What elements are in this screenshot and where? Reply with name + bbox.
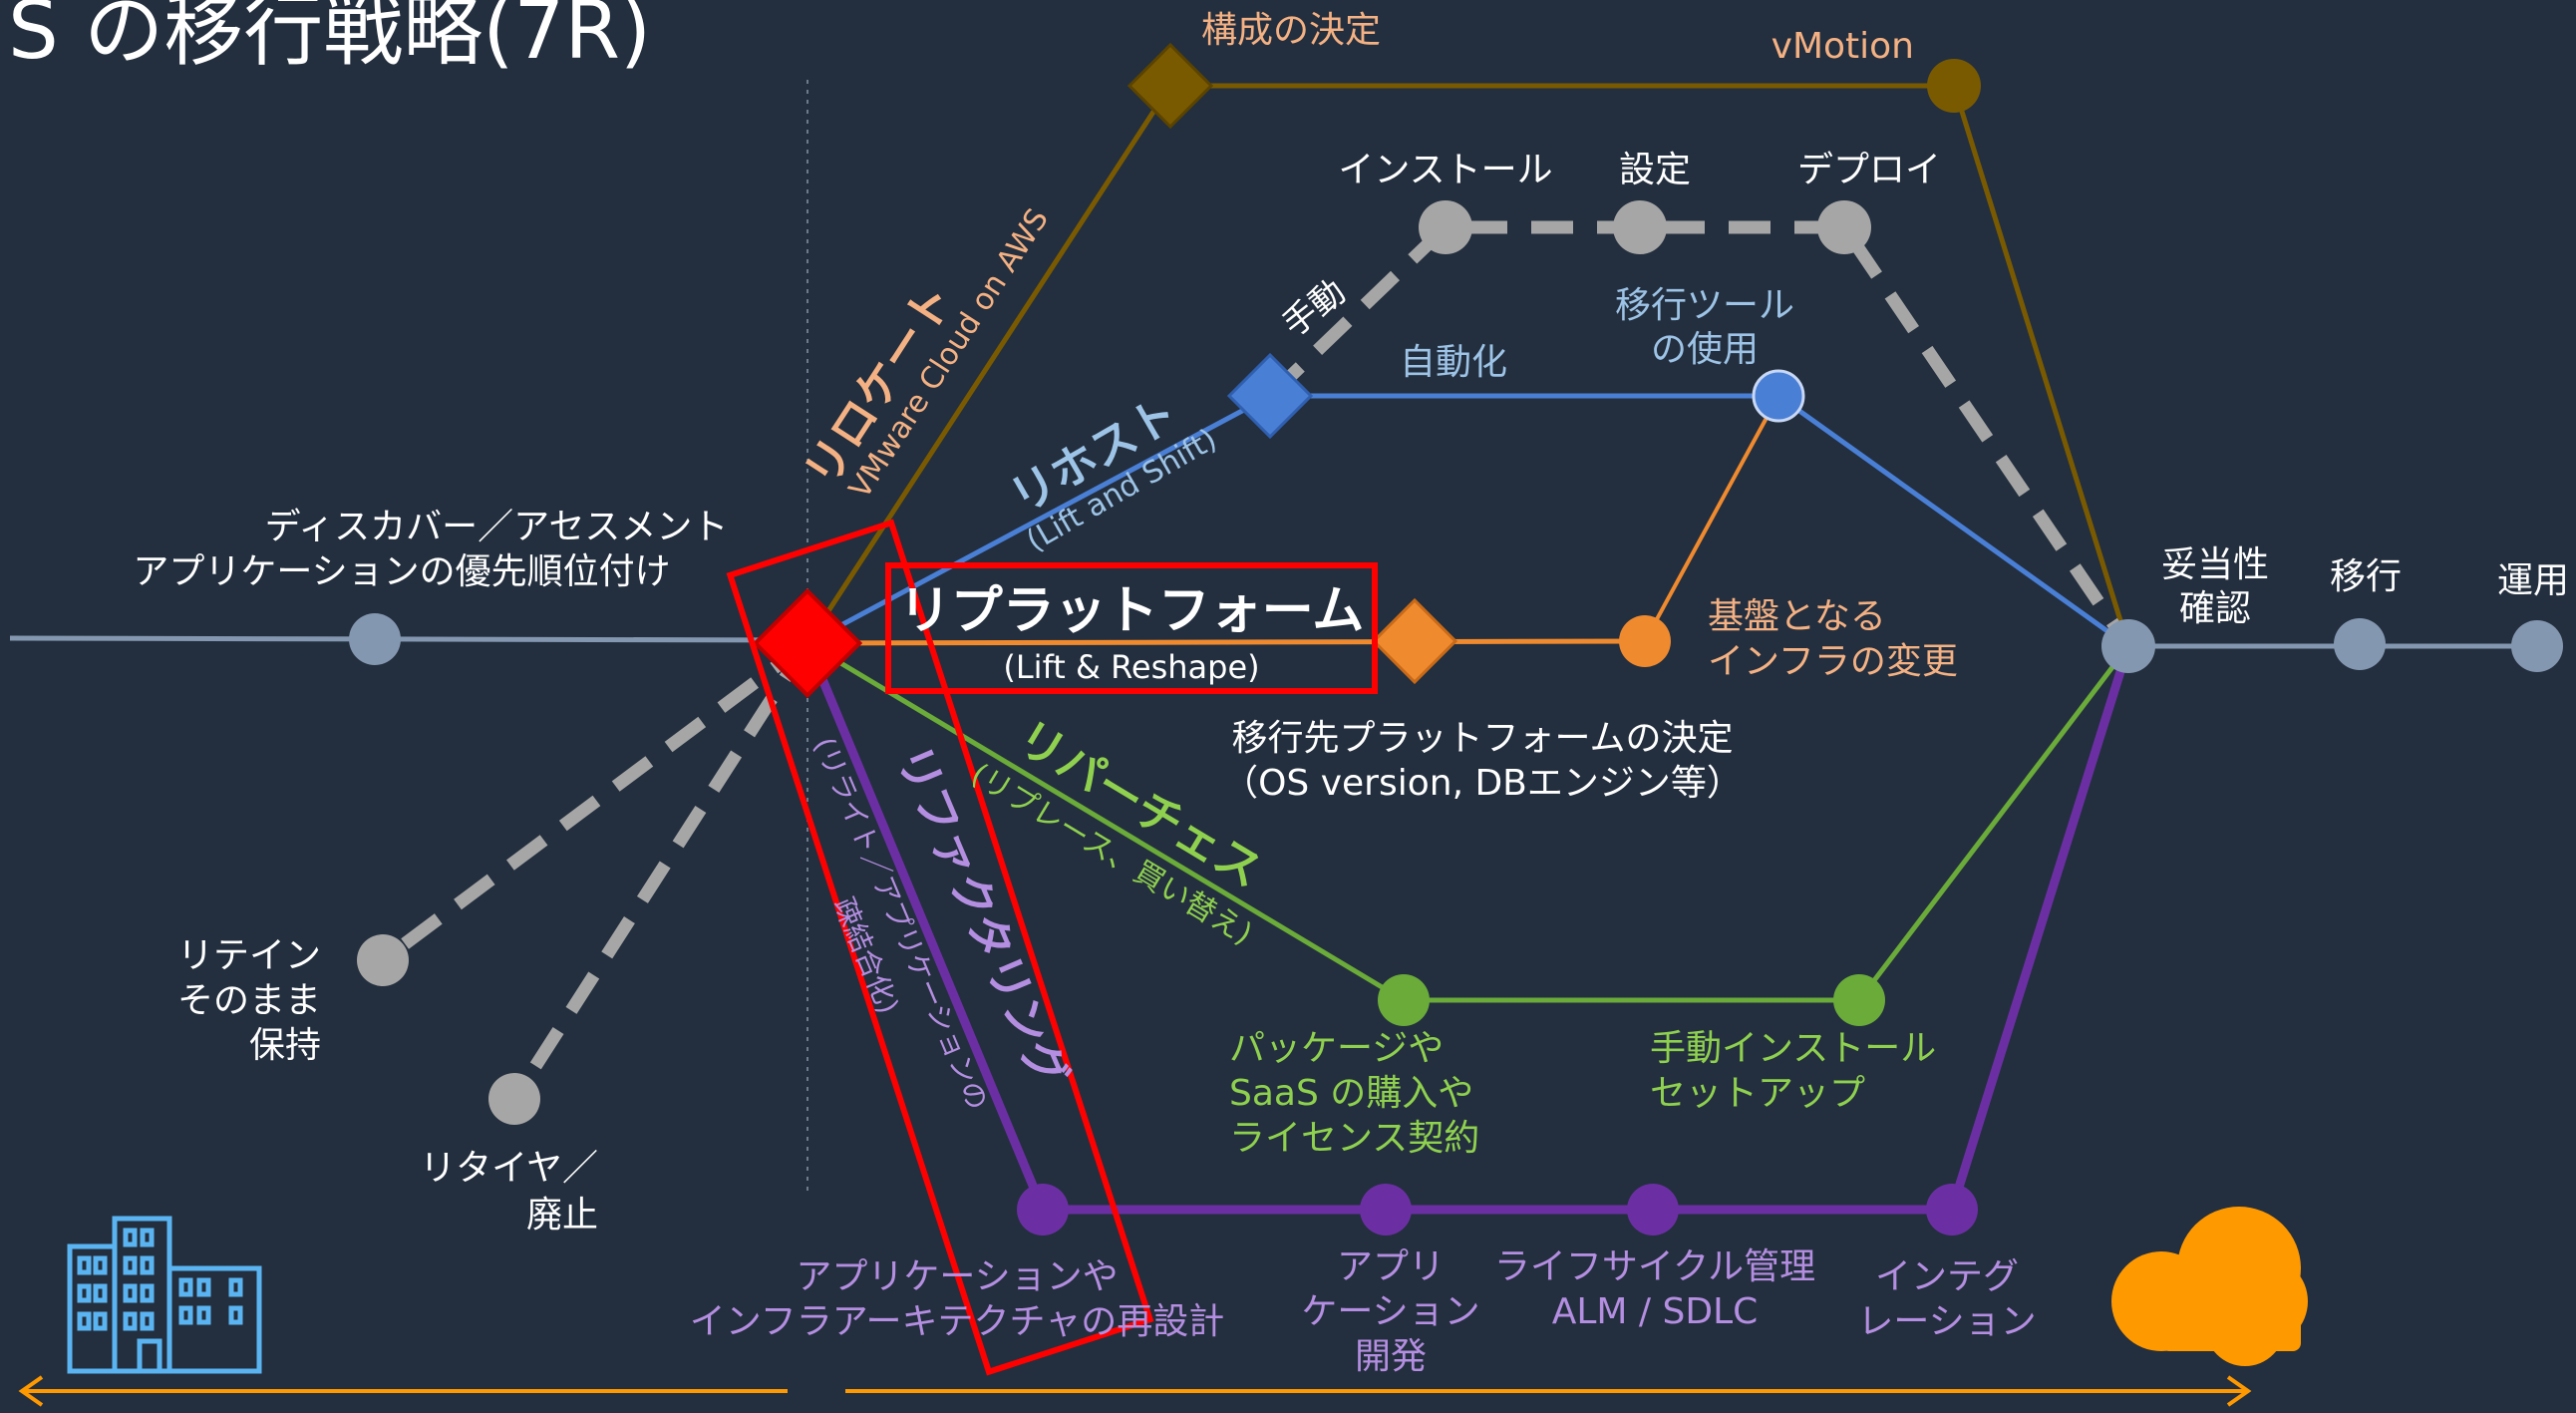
start-diamond	[752, 587, 863, 699]
package-node	[1378, 974, 1430, 1026]
rehost-path	[805, 393, 2130, 649]
integration-label-1: インテグ	[1875, 1256, 2019, 1297]
automation-label: 自動化	[1400, 342, 1507, 383]
discovery-node	[349, 613, 401, 665]
migration-tool-label-2: の使用	[1651, 329, 1759, 370]
cloud-arrow	[845, 1375, 2252, 1407]
app-dev-label-1: アプリ	[1337, 1246, 1445, 1287]
discovery-label-1: ディスカバー／アセスメント	[265, 507, 729, 547]
replatform-strategy-label: リプラットフォーム	[899, 581, 1364, 641]
manual-install-label-2: セットアップ	[1650, 1073, 1865, 1114]
validation-label-2: 確認	[2179, 588, 2251, 629]
replatform-path	[806, 638, 1646, 646]
infra-change-label-2: インフラの変更	[1708, 641, 1958, 682]
deploy-label: デプロイ	[1797, 150, 1941, 190]
install-label: インストール	[1338, 150, 1552, 190]
config-decision-label: 構成の決定	[1201, 10, 1381, 51]
replatform-branch	[1643, 395, 1780, 642]
redesign-node	[1017, 1184, 1069, 1236]
config-decision-diamond	[1127, 42, 1214, 130]
deploy-node	[1817, 200, 1871, 254]
retire-label-1: リタイヤ／	[420, 1148, 598, 1189]
replatform-highlight	[885, 562, 1378, 694]
relocate-path	[805, 83, 2131, 647]
integration-node	[1926, 1184, 1978, 1236]
package-label-3: ライセンス契約	[1229, 1118, 1479, 1159]
retain-label-3: 保持	[249, 1025, 321, 1066]
operation-node	[2511, 620, 2563, 672]
redesign-label-2: インフラアーキテクチャの再設計	[690, 1301, 1224, 1342]
lifecycle-node	[1627, 1184, 1679, 1236]
retain-node	[357, 934, 409, 986]
building-icon	[67, 1216, 262, 1374]
retire-label-2: 廃止	[526, 1195, 598, 1236]
migration-tool-label-1: 移行ツール	[1615, 285, 1794, 326]
app-dev-node	[1360, 1184, 1412, 1236]
validation-label-1: 妥当性	[2161, 544, 2269, 585]
settings-label: 設定	[1619, 150, 1691, 190]
operation-label: 運用	[2497, 560, 2569, 601]
platform-decision-label-2: （OS version, DBエンジン等）	[1222, 763, 1743, 804]
migration-tool-node	[1752, 369, 1805, 423]
discovery-label-2: アプリケーションの優先順位付け	[133, 551, 670, 592]
package-label-2: SaaS の購入や	[1229, 1073, 1473, 1114]
retain-label-2: そのまま	[177, 980, 321, 1021]
settings-node	[1613, 200, 1667, 254]
redesign-label-1: アプリケーションや	[796, 1256, 1118, 1297]
infra-change-node	[1619, 615, 1671, 667]
app-dev-label-2: ケーション	[1301, 1291, 1479, 1332]
retain-path	[379, 637, 811, 966]
retain-label-1: リテイン	[177, 935, 321, 976]
platform-decision-label-1: 移行先プラットフォームの決定	[1232, 718, 1734, 759]
migration-node	[2334, 618, 2386, 670]
on-premises-arrow	[18, 1375, 788, 1407]
install-node	[1419, 200, 1472, 254]
repurchase-path	[805, 640, 2130, 1003]
package-label-1: パッケージや	[1229, 1028, 1444, 1069]
vmotion-node	[1927, 59, 1981, 113]
page-title: S の移行戦略(7R)	[8, 0, 651, 77]
manual-install-node	[1833, 974, 1885, 1026]
cloud-icon	[2111, 1207, 2308, 1366]
infra-change-label-1: 基盤となる	[1708, 596, 1886, 637]
retire-node	[488, 1073, 540, 1125]
lifecycle-label-2: ALM / SDLC	[1552, 1291, 1759, 1332]
manual-install-label-1: 手動インストール	[1650, 1028, 1936, 1069]
refactor-path	[803, 641, 2133, 1215]
retire-path	[508, 639, 813, 1103]
vmotion-label: vMotion	[1771, 26, 1914, 67]
manual-path	[1265, 220, 2134, 650]
migration-label: 移行	[2330, 556, 2402, 597]
rehost-diamond	[1226, 352, 1314, 440]
app-dev-label-3: 開発	[1355, 1336, 1427, 1377]
refactor-highlight	[726, 519, 1154, 1376]
baseline-left	[9, 635, 808, 643]
replatform-diamond	[1371, 597, 1458, 685]
validation-node	[2101, 619, 2155, 673]
lifecycle-label-1: ライフサイクル管理	[1494, 1246, 1815, 1287]
replatform-sub-label: (Lift & Reshape)	[1003, 648, 1259, 686]
integration-label-2: レーション	[1857, 1301, 2036, 1342]
